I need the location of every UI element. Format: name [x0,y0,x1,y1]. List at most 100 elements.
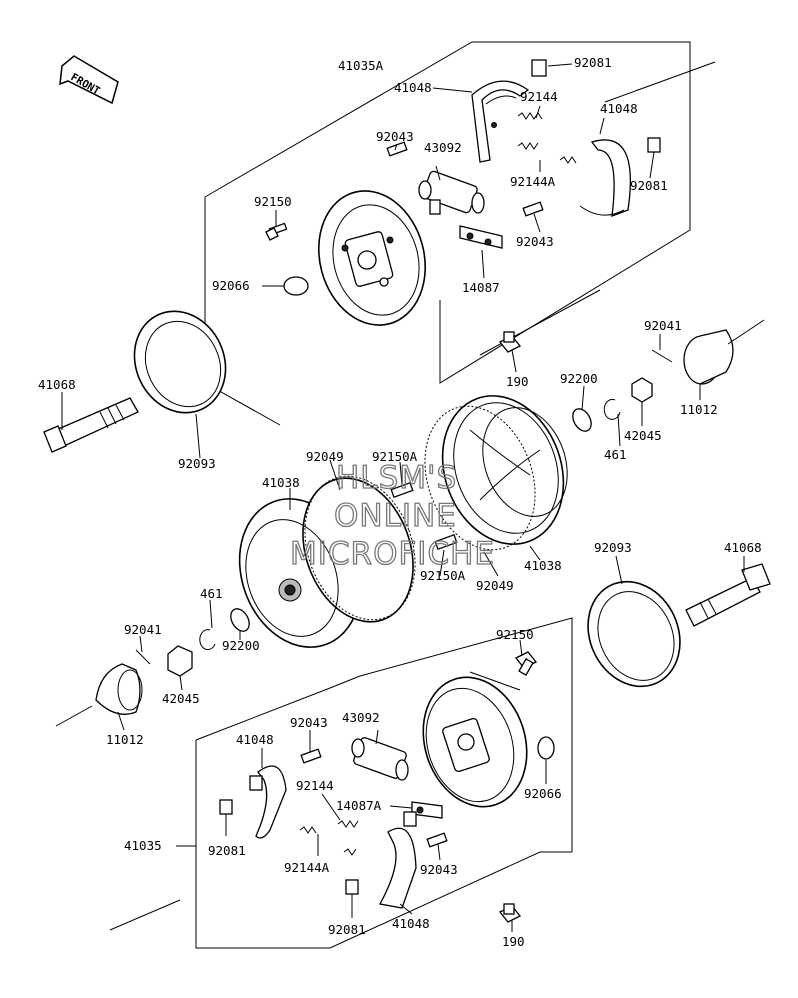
pin-92043-bottom-2 [426,832,448,848]
label-92150-bottom: 92150 [496,627,534,642]
label-14087-top: 14087 [462,280,500,295]
nut-42045-left [167,645,193,677]
bolt-92150A-upper [390,481,414,499]
spring-92144A-top [517,142,577,164]
label-42045-left: 42045 [162,691,200,706]
label-92150-top: 92150 [254,194,292,209]
label-92144-bottom: 92144 [296,778,334,793]
gasket-92049-left [304,475,416,621]
clip-92081-bottom-1 [219,799,233,815]
spring-92144-bottom [337,820,359,828]
label-92049-b: 92049 [476,578,514,593]
front-arrow-icon: FRONT [59,55,119,105]
cap-11012-right [683,319,765,385]
clip-92081-top-1 [531,59,547,77]
washer-92200-right [572,408,592,432]
label-41038-left: 41038 [262,475,300,490]
brake-drum-41038-right [441,395,568,545]
label-41038-right: 41038 [524,558,562,573]
label-14087A-bottom: 14087A [336,798,382,813]
brake-shoe-41048-bottom-right [378,811,417,909]
watermark-line-2: ONLINE [334,498,457,534]
label-41068-left: 41068 [38,377,76,392]
label-92081-top-2: 92081 [630,178,668,193]
top-labels: 41035A 92081 41048 92144 41048 92043 430… [212,55,668,295]
label-92043-top-2: 92043 [516,234,554,249]
label-92066-bottom: 92066 [524,786,562,801]
bolt-92150A-lower [434,533,458,551]
brake-shoe-41048-bottom-left [249,765,287,839]
label-92041-right: 92041 [644,318,682,333]
label-41068-right: 41068 [724,540,762,555]
brake-shoe-41048-top-left [471,80,530,163]
top-backing-plate [317,190,427,326]
seal-92093-left [133,310,227,414]
label-41035: 41035 [124,838,162,853]
label-41048-top-1: 41048 [394,80,432,95]
brake-drum-41038-left [238,477,414,648]
pin-92043-bottom-1 [300,748,322,764]
clip-92081-top-2 [647,137,661,153]
bottom-assembly-frame [109,617,573,949]
wheel-cylinder-43092-top [418,170,485,215]
label-92049-a: 92049 [306,449,344,464]
label-92150A-a: 92150A [372,449,418,464]
label-92081-bottom-1: 92081 [208,843,246,858]
pin-92041-left [135,649,151,665]
nipple-190-top [498,331,522,353]
nut-42045-right [631,377,653,403]
label-461-right: 461 [604,447,627,462]
spring-92144A-bottom [299,826,357,856]
circlip-461-left [199,629,216,651]
label-92043-bottom-1: 92043 [290,715,328,730]
label-42045-right: 42045 [624,428,662,443]
label-43092-bottom: 43092 [342,710,380,725]
cap-11012-left [55,663,143,727]
washer-92200-left [230,608,250,632]
label-41035A: 41035A [338,58,384,73]
watermark: HLSM'S ONLINE MICROFICHE [289,459,495,572]
label-11012-right: 11012 [680,402,718,417]
label-92200-left: 92200 [222,638,260,653]
plug-92066-top [283,276,309,296]
label-92081-top-1: 92081 [574,55,612,70]
gasket-92049-right [424,405,536,551]
label-92041-left: 92041 [124,622,162,637]
pin-92041-right [651,349,673,363]
leader-lines [61,63,745,932]
bolt-92150-top [265,222,288,241]
label-92150A-b: 92150A [420,568,466,583]
bottom-labels: 92150 92043 43092 41048 92066 92144 1408… [124,627,562,949]
label-190-top: 190 [506,374,529,389]
label-41048-bottom-1: 41048 [236,732,274,747]
label-41048-top-2: 41048 [600,101,638,116]
label-41048-bottom-2: 41048 [392,916,430,931]
label-92200-right: 92200 [560,371,598,386]
pin-92043-top-1 [386,141,408,157]
label-92043-bottom-2: 92043 [420,862,458,877]
label-92043-top-1: 92043 [376,129,414,144]
label-92144A-top: 92144A [510,174,556,189]
pin-92043-top-2 [522,201,544,217]
label-92093-right: 92093 [594,540,632,555]
label-92093-left: 92093 [178,456,216,471]
spring-92144-top [517,112,543,120]
bracket-14087-top [459,225,503,249]
bottom-backing-plate [422,676,528,808]
label-43092-top: 43092 [424,140,462,155]
watermark-line-3: MICROFICHE [290,536,495,572]
bolt-92150-bottom [514,651,538,676]
seal-92093-right [587,580,681,688]
plug-92066-bottom [537,736,555,760]
watermark-line-1: HLSM'S [336,460,457,496]
nipple-190-bottom [498,903,522,923]
label-92144A-bottom: 92144A [284,860,330,875]
wheel-cylinder-43092-bottom [351,737,409,781]
circlip-461-right [603,398,621,420]
axle-41068-left [43,397,139,453]
label-461-left: 461 [200,586,223,601]
bracket-14087A-bottom [411,801,443,819]
label-11012-left: 11012 [106,732,144,747]
